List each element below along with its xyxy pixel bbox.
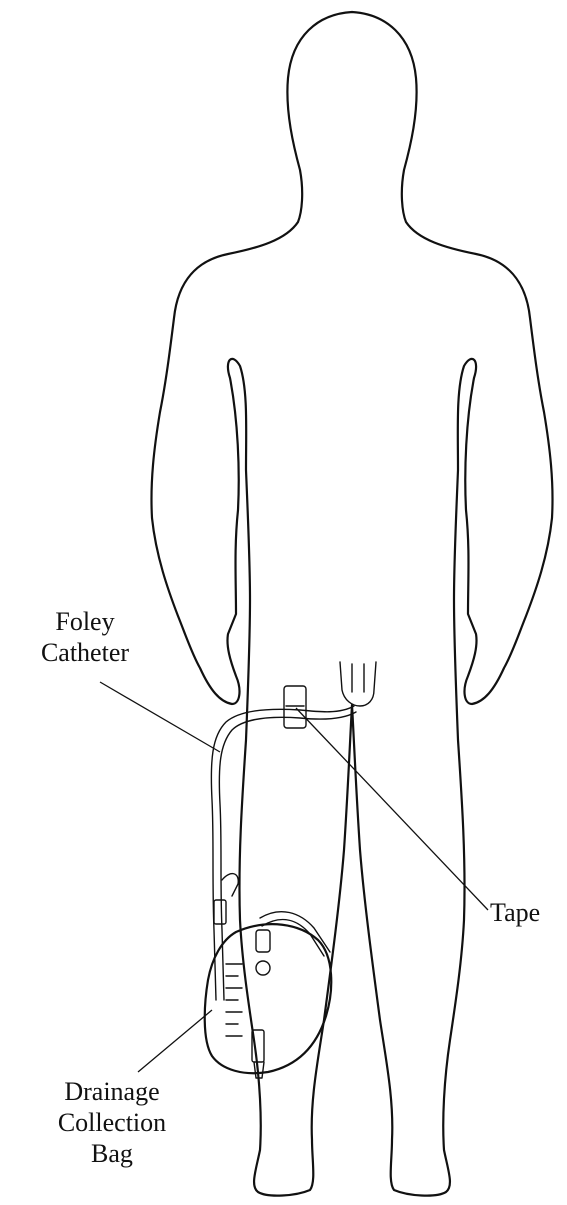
catheter-label: Foley Catheter [30, 606, 140, 668]
bag-inlet-cap [256, 961, 270, 975]
tape-label-text: Tape [490, 898, 540, 927]
bag-leader-line [138, 1010, 212, 1072]
body-outline [151, 12, 552, 1196]
catheter-connector [214, 900, 226, 924]
bag-label-line1: Drainage [40, 1076, 184, 1107]
tape-leader-line [296, 708, 488, 910]
tape-label: Tape [490, 897, 540, 928]
bag-label: Drainage Collection Bag [40, 1076, 184, 1169]
catheter-port [222, 874, 238, 896]
groin-detail-inner [352, 664, 364, 692]
bag-label-line3: Bag [40, 1138, 184, 1169]
bag-label-line2: Collection [40, 1107, 184, 1138]
catheter-label-line1: Foley [30, 606, 140, 637]
tape-pad [284, 686, 306, 728]
groin-detail [340, 662, 376, 706]
catheter-leader-line [100, 682, 220, 752]
bag-graduations [226, 964, 242, 1036]
bag-inlet [256, 930, 270, 952]
catheter-label-line2: Catheter [30, 637, 140, 668]
